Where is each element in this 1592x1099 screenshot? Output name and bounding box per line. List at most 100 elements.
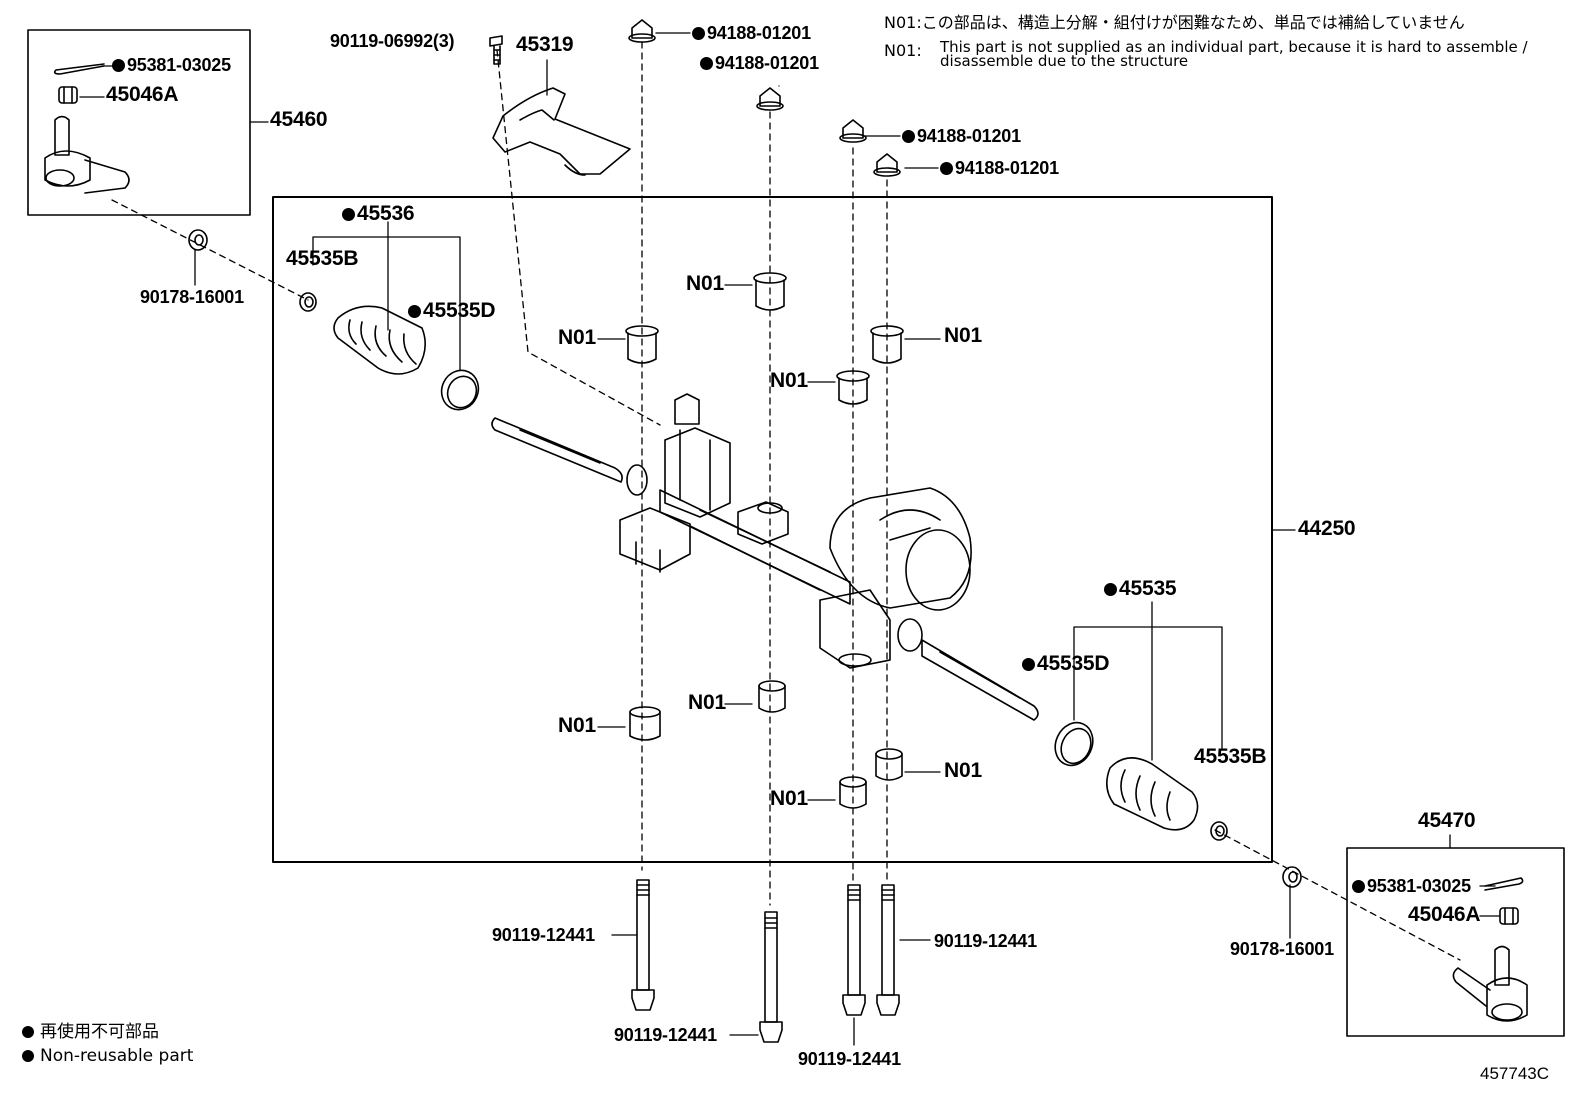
part-number-text: 45535D: [1037, 652, 1110, 675]
legend-en: Non-reusable part: [22, 1046, 193, 1066]
part-number-text: 90119-12441: [614, 1025, 717, 1045]
non-reusable-dot-icon: [342, 208, 355, 221]
part-number-text: 94188-01201: [707, 23, 811, 43]
part-label-90119-12441-d: 90119-12441: [798, 1050, 901, 1068]
non-reusable-dot-icon: [902, 130, 915, 143]
part-number-text: 44250: [1298, 517, 1356, 540]
clamp-right-b: [1210, 821, 1228, 841]
part-label-94188-a: 94188-01201: [692, 24, 811, 42]
part-label-90119-12441-b: 90119-12441: [614, 1026, 717, 1044]
boot-left: [333, 305, 426, 375]
part-number-text: 90119-12441: [492, 925, 595, 945]
part-label-94188-c: 94188-01201: [902, 127, 1021, 145]
part-number-text: 94188-01201: [917, 126, 1021, 146]
flange-nut-b: [756, 87, 784, 111]
part-label-45046a-left: 45046A: [106, 83, 179, 106]
part-number-text: 90119-12441: [934, 931, 1037, 951]
non-reusable-dot-icon: [1022, 658, 1035, 671]
bushings: [625, 272, 904, 809]
part-number-text: N01: [944, 324, 982, 347]
part-label-n01-2: N01: [686, 272, 724, 295]
part-number-text: 45536: [357, 202, 415, 225]
part-number-text: N01: [770, 787, 808, 810]
part-label-n01-7: N01: [770, 787, 808, 810]
part-label-45536: 45536: [342, 202, 415, 225]
part-number-text: 95381-03025: [127, 55, 231, 75]
flange-nut-d: [873, 153, 901, 177]
flange-nut-a: [628, 19, 656, 43]
part-label-n01-8: N01: [944, 759, 982, 782]
part-number-text: 45046A: [106, 83, 179, 106]
part-number-text: N01: [770, 369, 808, 392]
rack-assembly-frame: [272, 196, 1273, 863]
left-tie-rod-end: [44, 63, 130, 194]
steering-rack-gear: [491, 393, 1039, 721]
part-number-text: N01: [686, 272, 724, 295]
lock-nut-left: [188, 229, 208, 251]
part-label-95381-right: 95381-03025: [1352, 877, 1471, 895]
part-label-90178-right: 90178-16001: [1230, 940, 1334, 958]
part-number-text: 94188-01201: [955, 158, 1059, 178]
part-number-text: N01: [688, 691, 726, 714]
part-number-text: N01: [558, 714, 596, 737]
part-label-45319: 45319: [516, 34, 574, 55]
part-number-text: N01: [558, 326, 596, 349]
non-reusable-dot-icon: [1352, 880, 1365, 893]
legend-jp: 再使用不可部品: [22, 1022, 159, 1042]
part-label-n01-6: N01: [688, 691, 726, 714]
lock-nut-right: [1282, 866, 1302, 888]
part-number-text: N01: [944, 759, 982, 782]
non-reusable-dot-icon: [1104, 583, 1117, 596]
part-label-45535b-right: 45535B: [1194, 745, 1267, 768]
part-number-text: 90119-06992(3): [330, 31, 455, 51]
part-number-text: 45535B: [286, 247, 359, 270]
part-label-94188-d: 94188-01201: [940, 159, 1059, 177]
clamp-right-d: [1054, 721, 1094, 767]
bracket-45319: [492, 87, 631, 176]
legend-dot-icon: [22, 1026, 34, 1038]
flange-nut-c: [839, 119, 867, 143]
part-number-text: 95381-03025: [1367, 876, 1471, 896]
dashed-axes: [111, 41, 1461, 961]
part-label-44250: 44250: [1298, 517, 1356, 540]
part-label-90119-12441-a: 90119-12441: [492, 926, 595, 944]
part-number-text: 45535B: [1194, 745, 1267, 768]
part-number-text: 94188-01201: [715, 53, 819, 73]
non-reusable-dot-icon: [700, 57, 713, 70]
non-reusable-dot-icon: [940, 162, 953, 175]
note-en-line2: disassemble due to the structure: [940, 52, 1189, 70]
part-label-90119-06992: 90119-06992(3): [330, 31, 455, 51]
part-label-n01-5: N01: [558, 714, 596, 737]
long-bolts: [631, 879, 900, 1043]
part-number-text: 45460: [270, 108, 328, 131]
part-label-45046a-right: 45046A: [1408, 904, 1481, 925]
right-tie-rod-end: [1452, 877, 1528, 1022]
non-reusable-dot-icon: [692, 27, 705, 40]
bolt-90119-06992: [489, 35, 503, 65]
legend-en-text: Non-reusable part: [40, 1046, 194, 1066]
part-label-45535b-left: 45535B: [286, 247, 359, 270]
part-label-n01-3: N01: [770, 369, 808, 392]
legend-jp-text: 再使用不可部品: [40, 1022, 159, 1042]
part-label-n01-1: N01: [558, 326, 596, 349]
note-jp: N01:この部品は、構造上分解・組付けが困難なため、単品では補給していません: [884, 13, 1465, 32]
part-label-45535d-left: 45535D: [408, 299, 496, 322]
figure-number: 457743C: [1480, 1064, 1550, 1083]
part-number-text: 45535D: [423, 299, 496, 322]
part-label-94188-b: 94188-01201: [700, 54, 819, 72]
part-number-text: 90178-16001: [1230, 939, 1334, 959]
part-label-90178-left: 90178-16001: [140, 288, 244, 306]
part-number-text: 90178-16001: [140, 287, 244, 307]
right-tie-rod-end-frame: [1346, 847, 1565, 1037]
boot-right: [1106, 757, 1199, 831]
part-label-45535: 45535: [1104, 577, 1177, 600]
part-label-n01-4: N01: [944, 324, 982, 347]
clamp-left-b: [299, 292, 317, 312]
part-number-text: 90119-12441: [798, 1049, 901, 1069]
part-number-text: 45535: [1119, 577, 1177, 600]
legend-dot-icon: [22, 1050, 34, 1062]
note-en-code: N01:: [884, 41, 922, 60]
non-reusable-dot-icon: [408, 305, 421, 318]
